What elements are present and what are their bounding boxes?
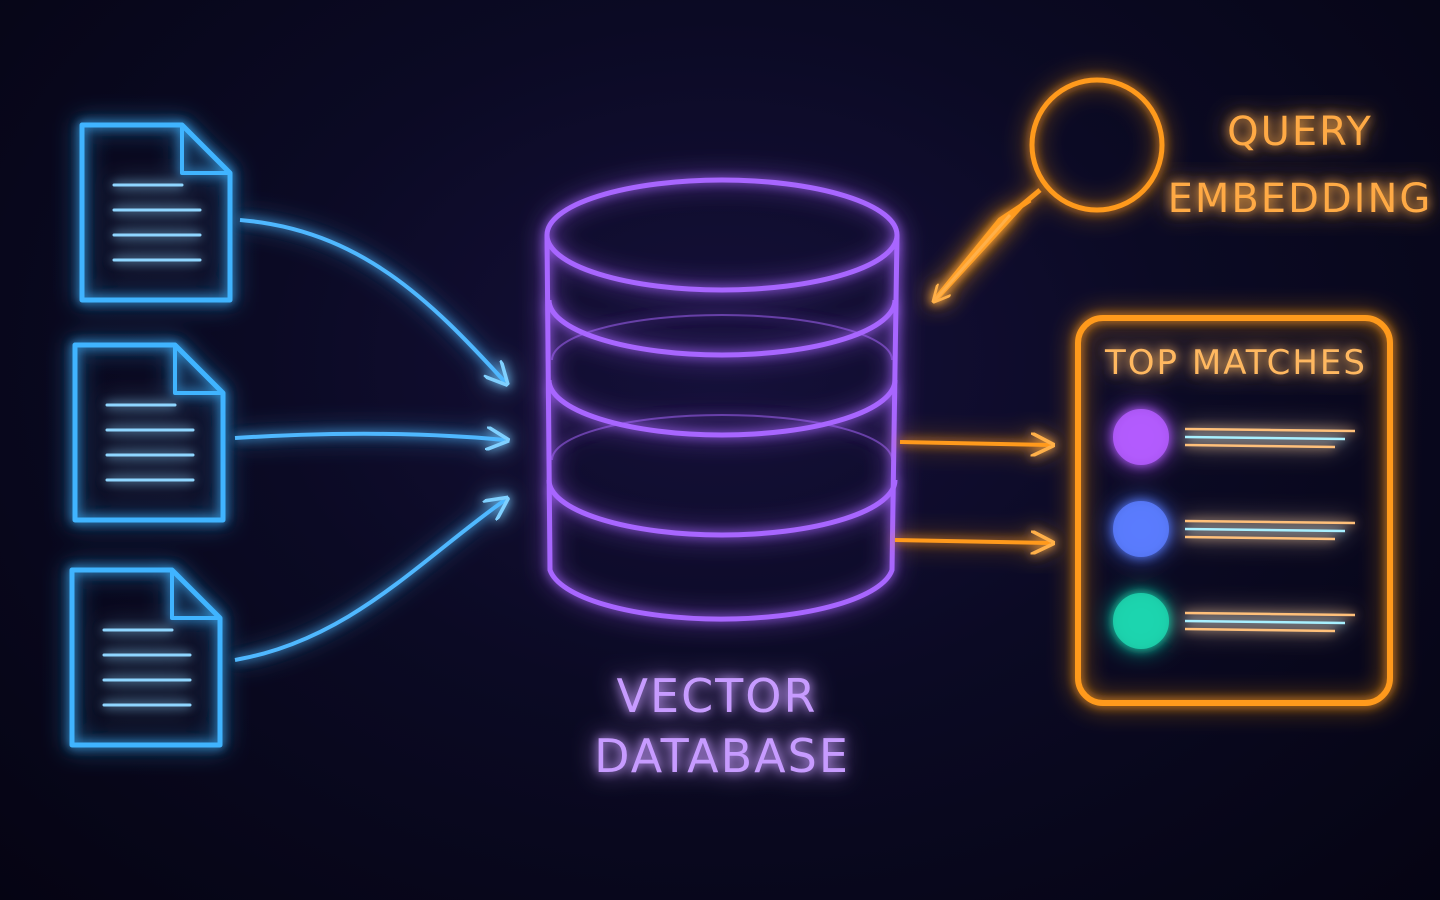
match-line (1184, 427, 1356, 433)
result-arrows (894, 442, 1050, 543)
match-line (1184, 519, 1356, 525)
database-label-line2: DATABASE (594, 729, 850, 783)
match-dot (1113, 501, 1169, 557)
match-item (1113, 593, 1356, 649)
match-line (1184, 535, 1336, 541)
arrow-doc1-to-db (239, 218, 505, 382)
match-line (1184, 619, 1346, 625)
database-label-line1: VECTOR (617, 669, 818, 723)
top-matches-title: TOP MATCHES (1104, 343, 1367, 383)
arrow-doc2-to-db (234, 434, 505, 440)
match-dot (1113, 593, 1169, 649)
match-line (1184, 435, 1346, 441)
arrow-db-to-results-1 (899, 442, 1050, 445)
query-label-line2: EMBEDDING (1168, 176, 1433, 222)
document-icon (69, 567, 223, 748)
arrow-db-to-results-2 (894, 540, 1050, 543)
match-line (1184, 611, 1356, 617)
match-item (1113, 409, 1356, 465)
magnifier-icon (932, 77, 1165, 303)
top-matches-panel (1075, 315, 1393, 706)
document-icon (72, 342, 226, 523)
cylinder-database-icon (544, 177, 900, 622)
match-line (1184, 527, 1346, 533)
document-icon (79, 122, 233, 303)
match-dot (1113, 409, 1169, 465)
match-line (1184, 627, 1336, 633)
match-line (1184, 443, 1336, 449)
arrow-query-to-db (935, 214, 1012, 300)
match-item (1113, 501, 1356, 557)
arrow-doc3-to-db (234, 500, 505, 662)
query-label-line1: QUERY (1227, 109, 1373, 155)
document-arrows (234, 218, 505, 662)
